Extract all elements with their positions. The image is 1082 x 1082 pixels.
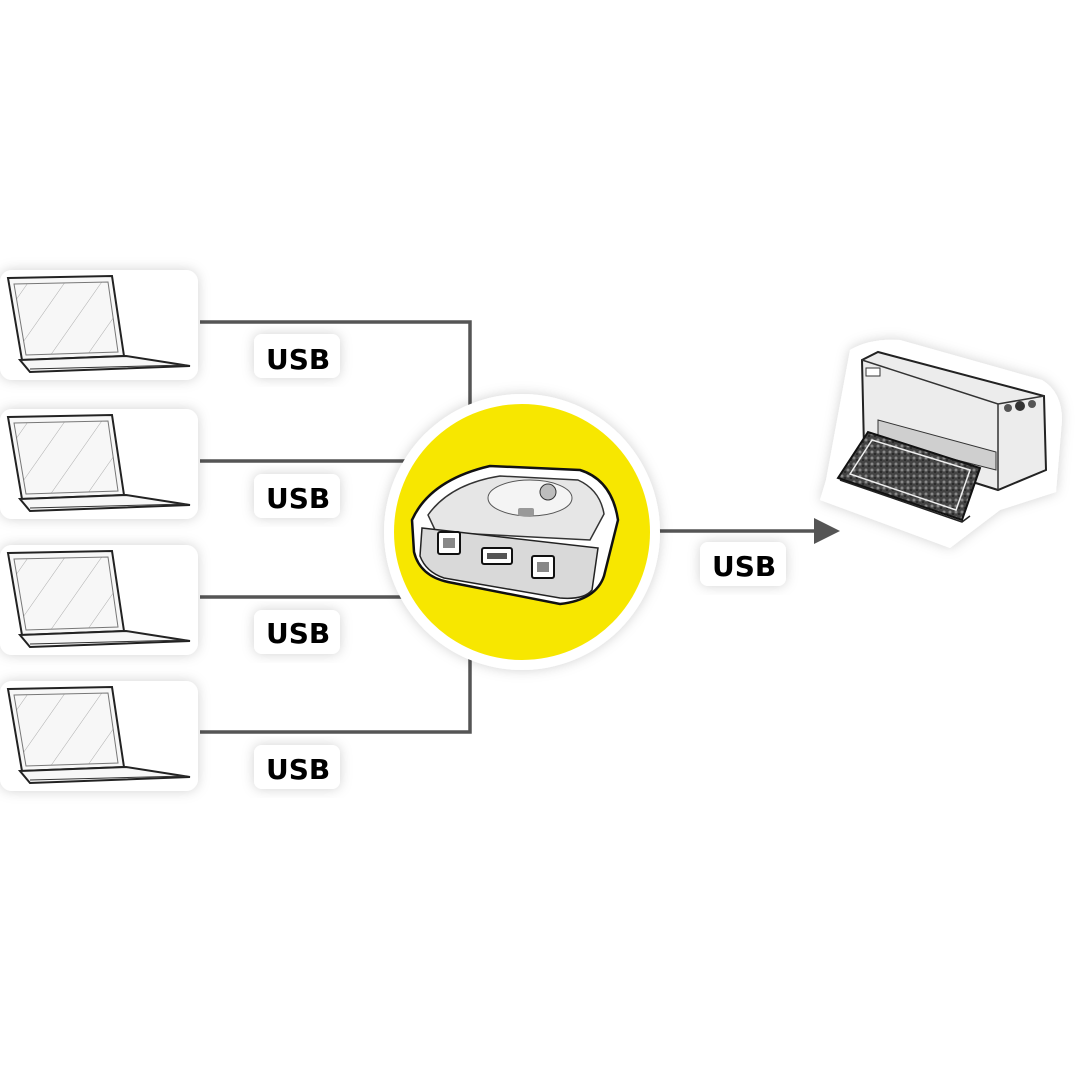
usb-sharing-switch-icon [410,464,620,606]
laptop-icon [6,549,191,649]
usb-label-laptop-3: USB [266,617,330,650]
laptop-1 [0,270,198,380]
connector-laptop-1 [200,320,472,420]
usb-label-laptop-1: USB [266,343,330,376]
arrow-head-icon [814,518,840,544]
printer-icon [836,350,1048,523]
laptop-icon [6,685,191,785]
usb-label-laptop-4: USB [266,753,330,786]
usb-hub [384,394,660,670]
laptop-icon [6,274,191,374]
laptop-2 [0,409,198,519]
laptop-4 [0,681,198,791]
usb-label-printer: USB [712,550,776,583]
usb-label-laptop-2: USB [266,482,330,515]
usb-labels: USB USB USB USB USB [254,334,786,789]
printer [820,339,1062,548]
laptop-3 [0,545,198,655]
laptop-icon [6,413,191,513]
photo-paper [836,430,982,522]
connector-lines [200,320,840,734]
connector-laptop-4 [200,640,472,734]
